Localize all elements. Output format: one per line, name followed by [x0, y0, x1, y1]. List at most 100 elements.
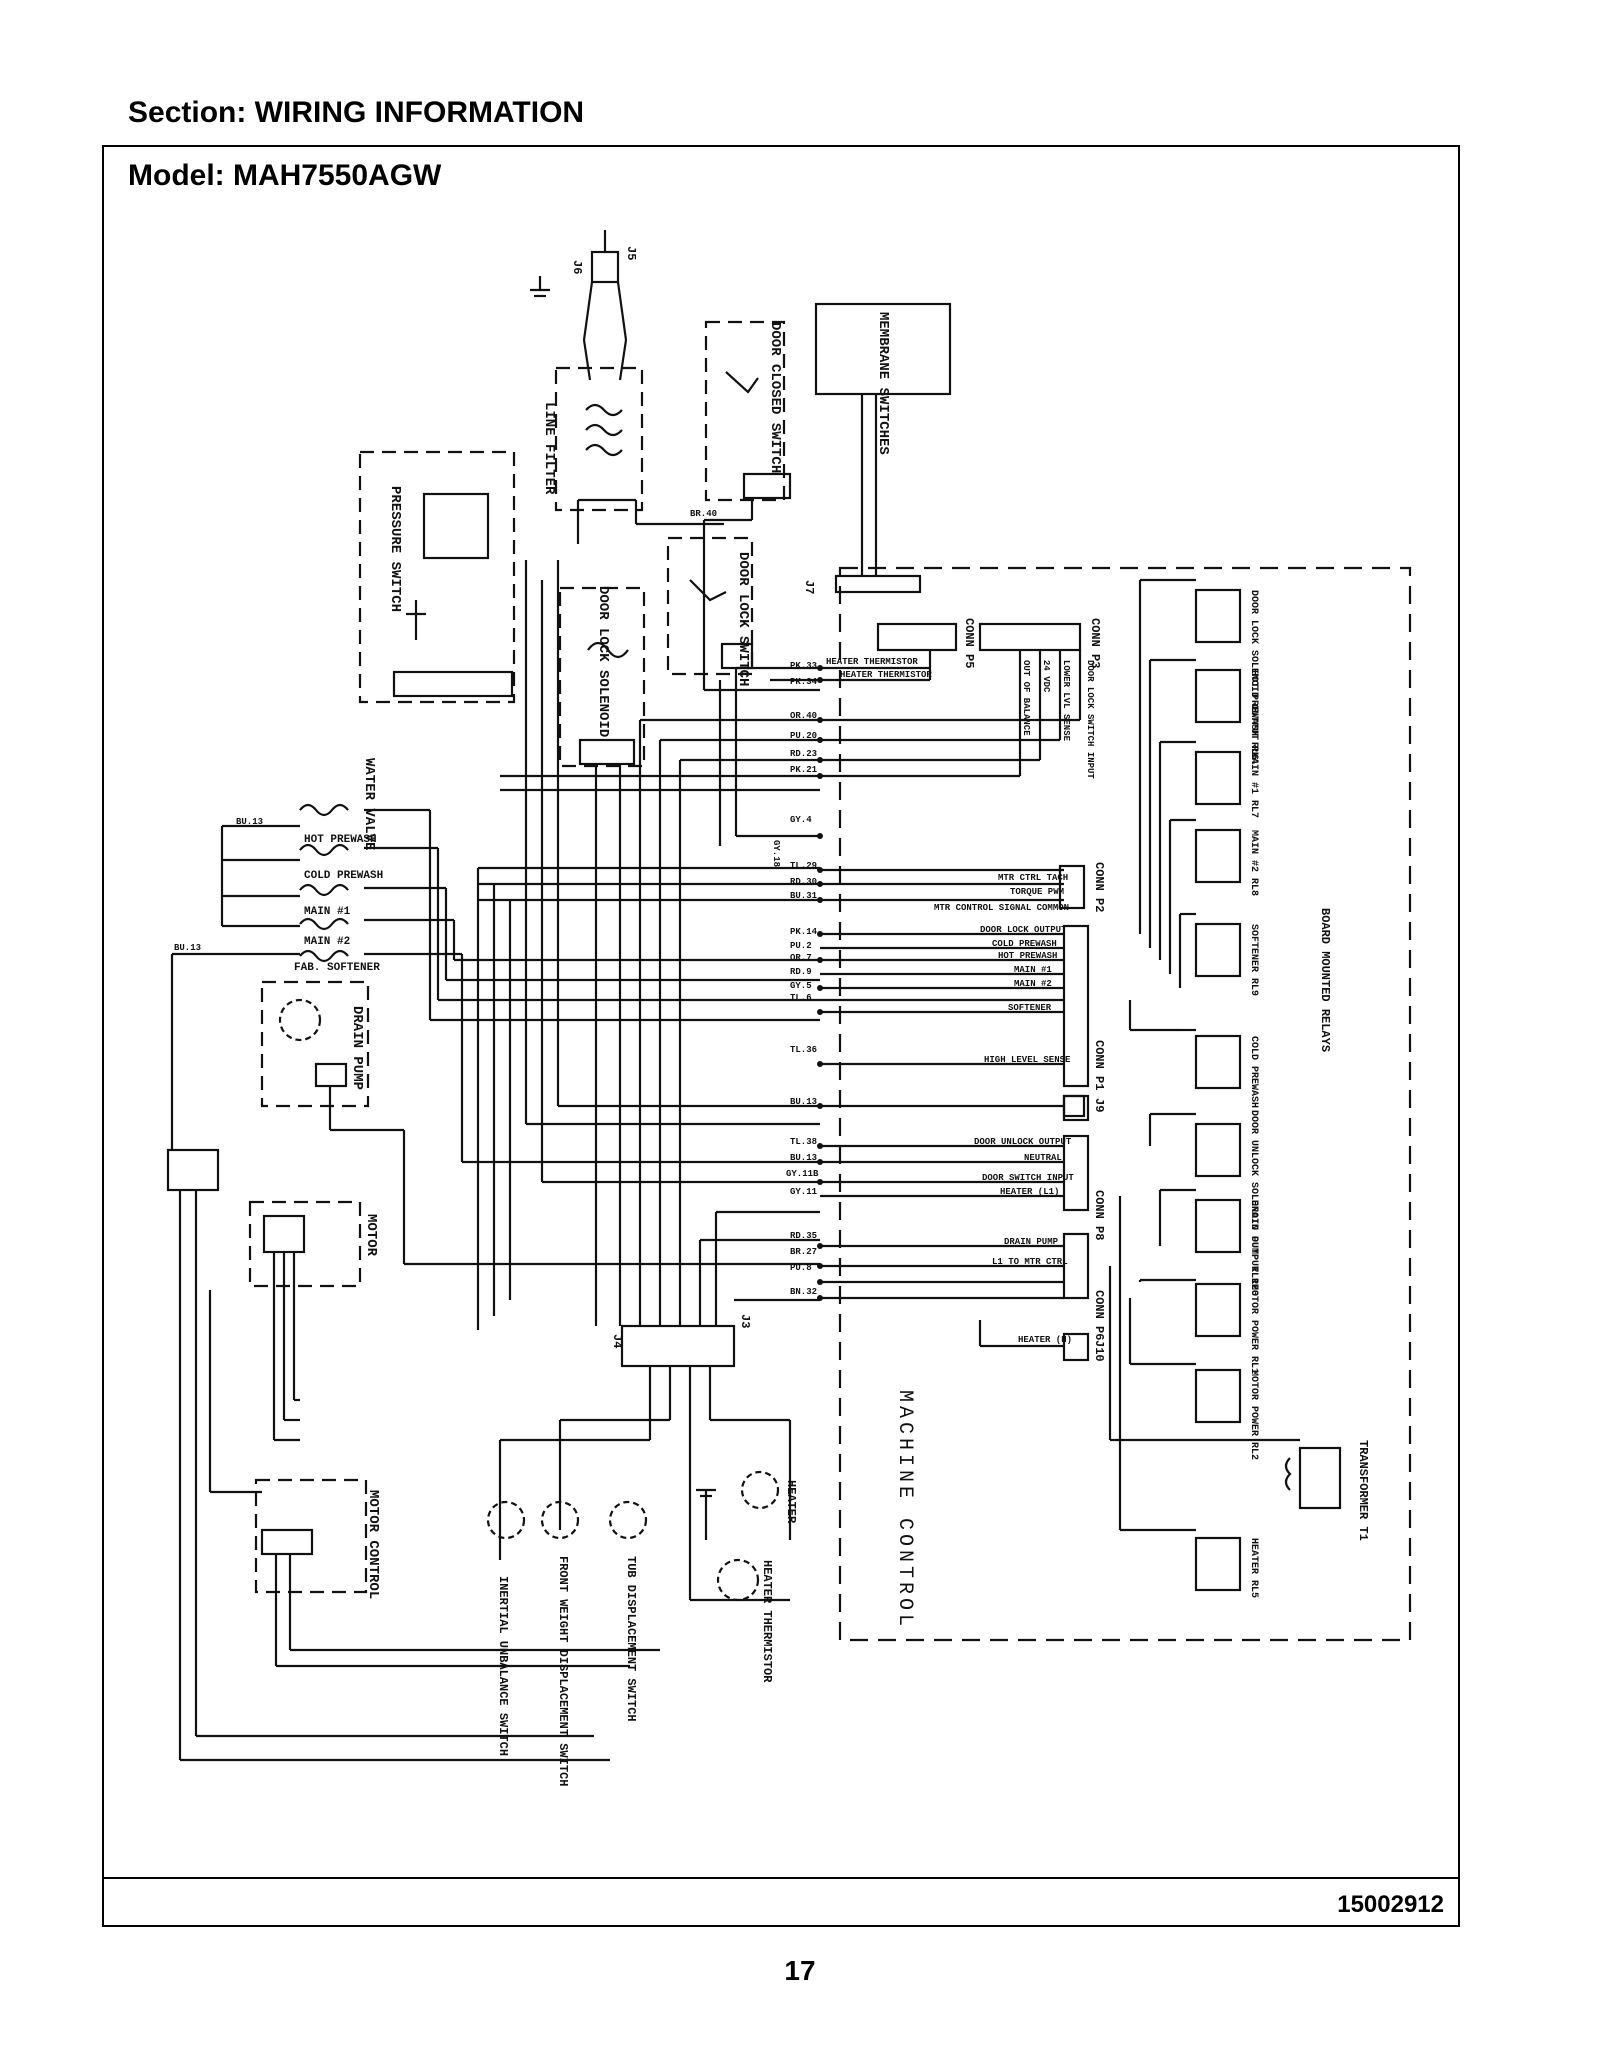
signal-label: DOOR UNLOCK OUTPUT [974, 1137, 1072, 1147]
label-door-lock-solenoid: DOOR LOCK SOLENOID [595, 586, 611, 737]
model-title: Model: MAH7550AGW [128, 159, 442, 192]
page-number: 17 [784, 1955, 816, 1986]
connector-label: J7 [802, 580, 816, 594]
wire-label: TL.29 [790, 861, 817, 871]
motor-control-box [254, 1478, 368, 1594]
wire-label: TL.6 [790, 993, 812, 1003]
wire-label: BU.31 [790, 891, 818, 901]
wire-label: BR.40 [690, 509, 717, 519]
relay-label: MAIN #2 RL8 [1248, 830, 1259, 896]
connector-label: CONN P2 [1092, 862, 1106, 912]
connector-label: J3 [738, 1314, 752, 1328]
connector-label: J5 [624, 246, 638, 260]
valve-label: FAB. SOFTENER [294, 962, 380, 974]
label-line-filter: LINE FILTER [541, 402, 557, 495]
signal-label: HEATER (L1) [1000, 1187, 1059, 1197]
wire-label: PU.20 [790, 731, 817, 741]
wire-label: RD.30 [790, 877, 817, 887]
signal-label: HEATER THERMISTOR [840, 670, 932, 680]
signal-label: HIGH LEVEL SENSE [984, 1055, 1071, 1065]
signal-label: 24 VDC [1041, 660, 1051, 693]
line-filter-box [554, 366, 644, 512]
wire-label: RD.35 [790, 1231, 817, 1241]
relay-label: MOTOR POWER RL2 [1248, 1370, 1259, 1460]
signal-label: DOOR LOCK SWITCH INPUT [1085, 660, 1095, 779]
wire-label: GY.4 [790, 815, 812, 825]
label-heater: HEATER [784, 1480, 798, 1524]
relay-label: DOOR LOCK SOLENOID OUTPUT RL4 [1248, 590, 1259, 764]
signal-label: MTR CONTROL SIGNAL COMMON [934, 903, 1069, 913]
wire-label: RD.9 [790, 967, 812, 977]
connector-label: CONN P3 [1088, 618, 1102, 668]
connector-label: CONN P6 [1092, 1290, 1106, 1340]
connector-label: CONN P8 [1092, 1190, 1106, 1240]
wire-label: PK.33 [790, 661, 817, 671]
signal-label: DOOR LOCK OUTPUT [980, 925, 1067, 935]
connector-label: J9 [1092, 1098, 1106, 1112]
membrane-switches-box [814, 302, 952, 396]
relay-label: SOFTENER RL9 [1248, 924, 1259, 996]
relay-column [1108, 578, 1342, 1592]
signal-label: MAIN #1 [1014, 965, 1052, 975]
signal-label: LOWER LVL SENSE [1061, 660, 1071, 742]
connector-label: J10 [1092, 1340, 1106, 1362]
relay-label: HOT PREWASH RL6 [1248, 670, 1259, 760]
wire-label: PK.34 [790, 677, 818, 687]
wire-label: GY.11B [786, 1169, 819, 1179]
label-heater-thermistor: HEATER THERMISTOR [760, 1560, 774, 1683]
signal-label: SOFTENER [1008, 1003, 1052, 1013]
control-connectors [876, 622, 1090, 1362]
wire-label: GY.18 [771, 840, 781, 867]
signal-label: HEATER (N) [1018, 1335, 1072, 1345]
label-tub-displacement: TUB DISPLACEMENT SWITCH [624, 1556, 638, 1722]
relay-label: COLD PREWASH [1248, 1036, 1259, 1108]
label-machine-control: MACHINE CONTROL [893, 1390, 916, 1630]
wire-label: PU.2 [790, 941, 812, 951]
wire-label: BU.13 [236, 817, 263, 827]
wire-label: BN.32 [790, 1287, 817, 1297]
document-number: 15002912 [1337, 1891, 1444, 1918]
label-door-closed-switch: DOOR CLOSED SWITCH [767, 322, 783, 473]
signal-label: COLD PREWASH [992, 939, 1057, 949]
signal-label: MAIN #2 [1014, 979, 1052, 989]
relay-label: DRAIN PUMP RL12 [1248, 1200, 1259, 1290]
pressure-switch-box [358, 450, 516, 704]
signal-label: L1 TO MTR CTRL [992, 1257, 1068, 1267]
wire-label: BR.27 [790, 1247, 817, 1257]
wire-label: TL.36 [790, 1045, 817, 1055]
wire-label: GY.11 [790, 1187, 818, 1197]
signal-label: HOT PREWASH [998, 951, 1057, 961]
wire-label: PK.14 [790, 927, 818, 937]
connector-label: J6 [570, 260, 584, 274]
label-transformer: TRANSFORMER T1 [1356, 1440, 1370, 1541]
signal-label: DOOR SWITCH INPUT [982, 1173, 1074, 1183]
relay-label: HEATER RL5 [1248, 1538, 1259, 1598]
label-water-valve: WATER VALVE [361, 758, 377, 850]
wire-label: PK.21 [790, 765, 818, 775]
label-drain-pump: DRAIN PUMP [349, 1006, 365, 1090]
relay-label: MOTOR POWER RL1 [1248, 1284, 1259, 1374]
label-motor: MOTOR [363, 1214, 379, 1257]
signal-label: DRAIN PUMP [1004, 1237, 1059, 1247]
label-board-mounted-relays: BOARD MOUNTED RELAYS [1318, 908, 1332, 1052]
connector-label: J4 [610, 1334, 624, 1348]
label-pressure-switch: PRESSURE SWITCH [387, 486, 403, 612]
connector-label: CONN P5 [962, 618, 976, 668]
valve-label: HOT PREWASH [304, 834, 377, 846]
drain-pump-box [260, 980, 370, 1108]
wire-label: BU.13 [790, 1097, 817, 1107]
door-closed-switch-box [704, 320, 786, 502]
wire-label: OR.7 [790, 953, 812, 963]
footer-divider [104, 1877, 1458, 1879]
signal-label: HEATER THERMISTOR [826, 657, 918, 667]
valve-label: MAIN #1 [304, 906, 351, 918]
label-inertial-unbalance: INERTIAL UNBALANCE SWITCH [496, 1576, 510, 1756]
signal-label: OUT OF BALANCE [1021, 660, 1031, 736]
control-signal-lines [820, 650, 1082, 1348]
harness-wires [402, 560, 820, 1330]
wire-label: OR.40 [790, 711, 817, 721]
machine-control-box [838, 566, 1412, 1642]
label-membrane-switches: MEMBRANE SWITCHES [875, 312, 891, 455]
wire-label: GY.5 [790, 981, 812, 991]
